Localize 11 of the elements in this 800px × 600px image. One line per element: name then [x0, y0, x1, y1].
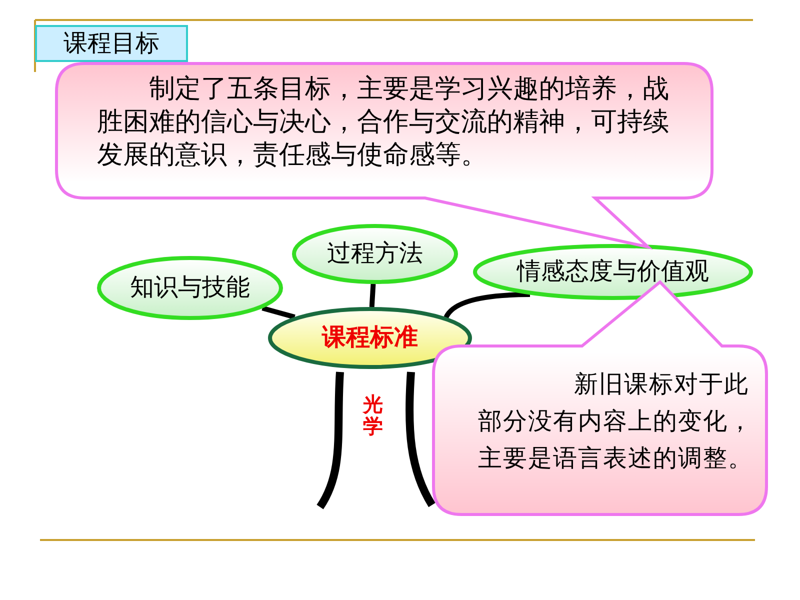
topic-ellipse: 情感态度与价值观 — [473, 244, 753, 300]
topic-ellipse: 过程方法 — [292, 224, 458, 284]
connector-line — [444, 292, 530, 319]
topic-ellipse: 知识与技能 — [97, 256, 283, 320]
callout-text: 新旧课标对于此部分没有内容上的变化，主要是语言表述的调整。 — [478, 370, 754, 474]
central-ellipse: 课程标准 — [268, 307, 472, 369]
callout-text: 制定了五条目标，主要是学习兴趣的培养，战胜困难的信心与决心，合作与交流的精神，可持续发展的意识，责任感与使命感等。 — [97, 72, 670, 171]
connector-line — [262, 306, 296, 320]
connector-line — [369, 284, 376, 308]
title-tab: 课程目标 — [35, 25, 188, 62]
trunk-label: 光学 — [363, 394, 383, 438]
